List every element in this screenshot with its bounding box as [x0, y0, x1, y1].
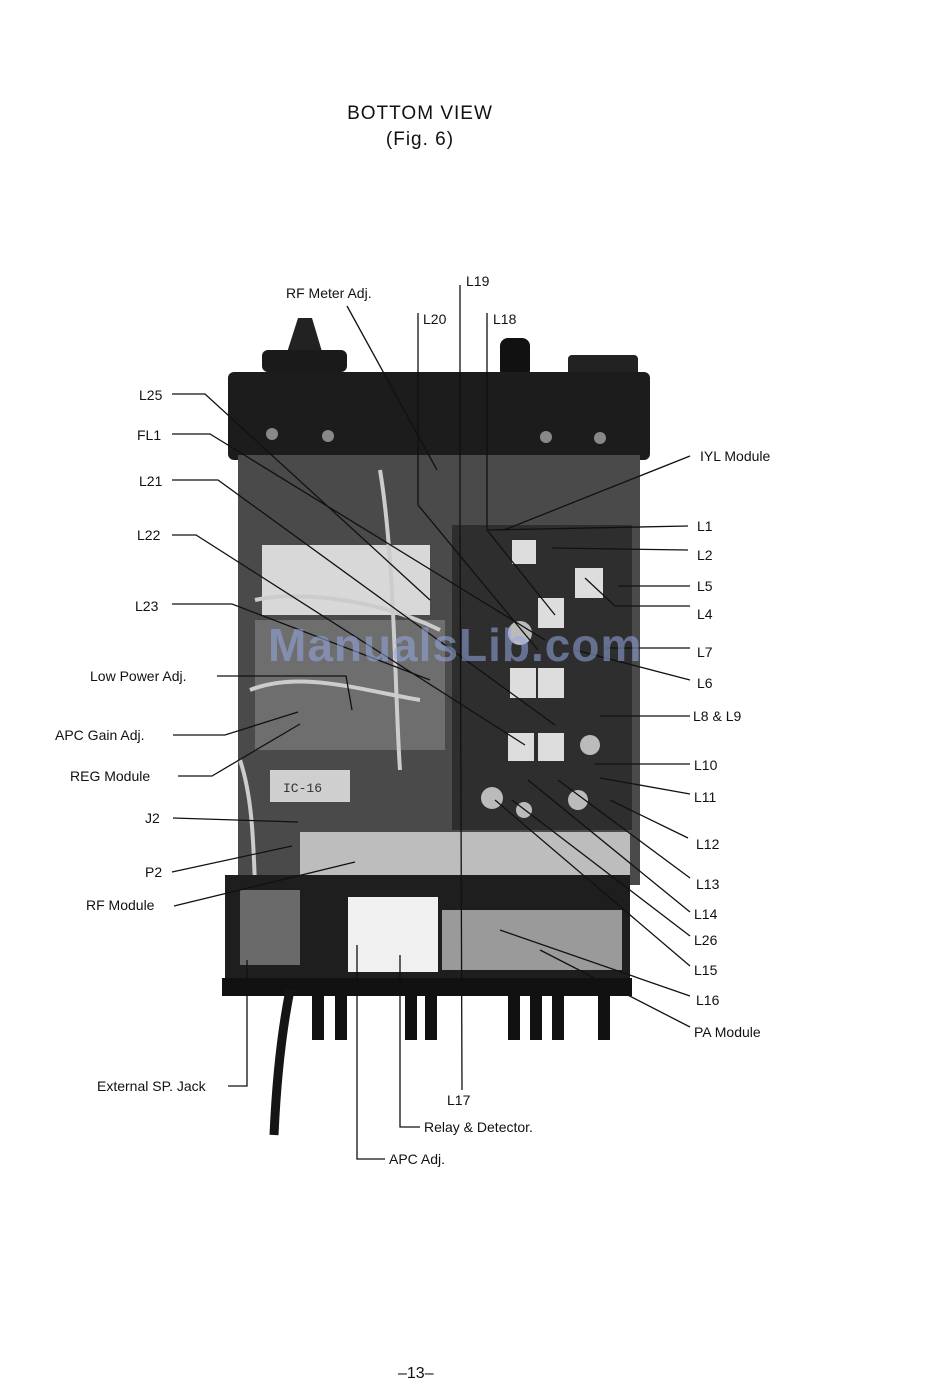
label-l25: L25: [139, 387, 162, 403]
label-relay-detector: Relay & Detector.: [424, 1119, 533, 1135]
page-number: –13–: [398, 1365, 434, 1383]
label-low-power-adj: Low Power Adj.: [90, 668, 187, 684]
label-l26: L26: [694, 932, 717, 948]
label-rf-meter-adj: RF Meter Adj.: [286, 285, 372, 301]
label-apc-gain-adj: APC Gain Adj.: [55, 727, 145, 743]
label-l18: L18: [493, 311, 516, 327]
watermark: ManualsLib.com: [268, 618, 642, 672]
label-l14: L14: [694, 906, 717, 922]
label-fl1: FL1: [137, 427, 161, 443]
label-l6: L6: [697, 675, 713, 691]
label-iyl-module: IYL Module: [700, 448, 770, 464]
label-l20: L20: [423, 311, 446, 327]
label-external-sp-jack: External SP. Jack: [97, 1078, 206, 1094]
label-l8-l9: L8 & L9: [693, 708, 741, 724]
label-l13: L13: [696, 876, 719, 892]
label-l22: L22: [137, 527, 160, 543]
label-j2: J2: [145, 810, 160, 826]
label-l17: L17: [447, 1092, 470, 1108]
label-l19: L19: [466, 273, 489, 289]
board-label: IC-16: [283, 781, 322, 796]
label-l2: L2: [697, 547, 713, 563]
label-p2: P2: [145, 864, 162, 880]
label-l23: L23: [135, 598, 158, 614]
label-l12: L12: [696, 836, 719, 852]
label-l16: L16: [696, 992, 719, 1008]
label-l11: L11: [694, 789, 716, 805]
label-l10: L10: [694, 757, 717, 773]
label-l4: L4: [697, 606, 713, 622]
label-apc-adj: APC Adj.: [389, 1151, 445, 1167]
label-l21: L21: [139, 473, 162, 489]
label-l7: L7: [697, 644, 713, 660]
label-reg-module: REG Module: [70, 768, 150, 784]
label-l15: L15: [694, 962, 717, 978]
label-pa-module: PA Module: [694, 1024, 761, 1040]
label-l5: L5: [697, 578, 713, 594]
label-rf-module: RF Module: [86, 897, 154, 913]
label-l1: L1: [697, 518, 713, 534]
